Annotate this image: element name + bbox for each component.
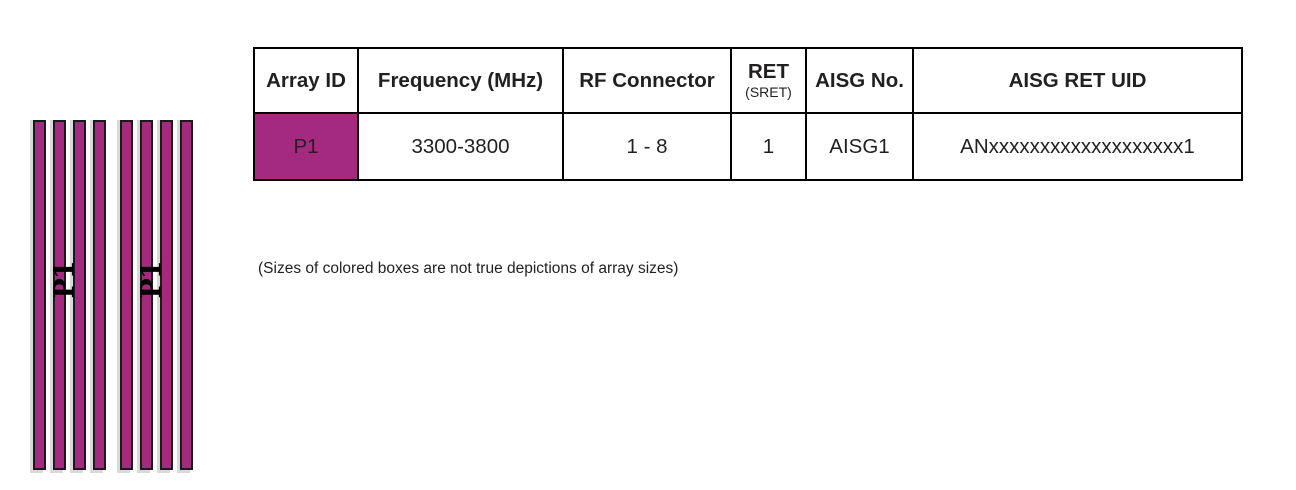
array-bar — [93, 120, 106, 470]
array-bar — [73, 120, 86, 470]
cell-rf-connector: 1 - 8 — [562, 112, 732, 181]
cell-aisg-no: AISG1 — [805, 112, 914, 181]
array-bar — [33, 120, 46, 470]
column-header-aisg-no: AISG No. — [805, 47, 914, 114]
column-header-array-id: Array ID — [253, 47, 359, 114]
footnote-text: (Sizes of colored boxes are not true dep… — [258, 260, 679, 277]
column-header-aisg-ret-uid: AISG RET UID — [912, 47, 1243, 114]
array-bar — [160, 120, 173, 470]
column-header-rf-connector: RF Connector — [562, 47, 732, 114]
array-bar — [180, 120, 193, 470]
antenna-array-diagram: P1 P1 — [28, 112, 203, 480]
array-group-p1-left: P1 — [28, 112, 106, 480]
table-row: P1 3300-3800 1 - 8 1 AISG1 ANxxxxxxxxxxx… — [253, 112, 1243, 181]
array-bar — [140, 120, 153, 470]
array-specification-table: Array ID Frequency (MHz) RF Connector RE… — [253, 47, 1243, 181]
column-header-ret-sub: (SRET) — [745, 83, 792, 100]
array-bar — [53, 120, 66, 470]
cell-aisg-ret-uid: ANxxxxxxxxxxxxxxxxxxx1 — [912, 112, 1243, 181]
cell-ret: 1 — [730, 112, 807, 181]
cell-array-id: P1 — [253, 112, 359, 181]
cell-frequency: 3300-3800 — [357, 112, 564, 181]
column-header-ret: RET (SRET) — [730, 47, 807, 114]
array-bar — [120, 120, 133, 470]
column-header-frequency: Frequency (MHz) — [357, 47, 564, 114]
column-header-ret-main: RET — [748, 60, 789, 84]
table-header-row: Array ID Frequency (MHz) RF Connector RE… — [253, 47, 1243, 114]
array-group-p1-right: P1 — [115, 112, 193, 480]
